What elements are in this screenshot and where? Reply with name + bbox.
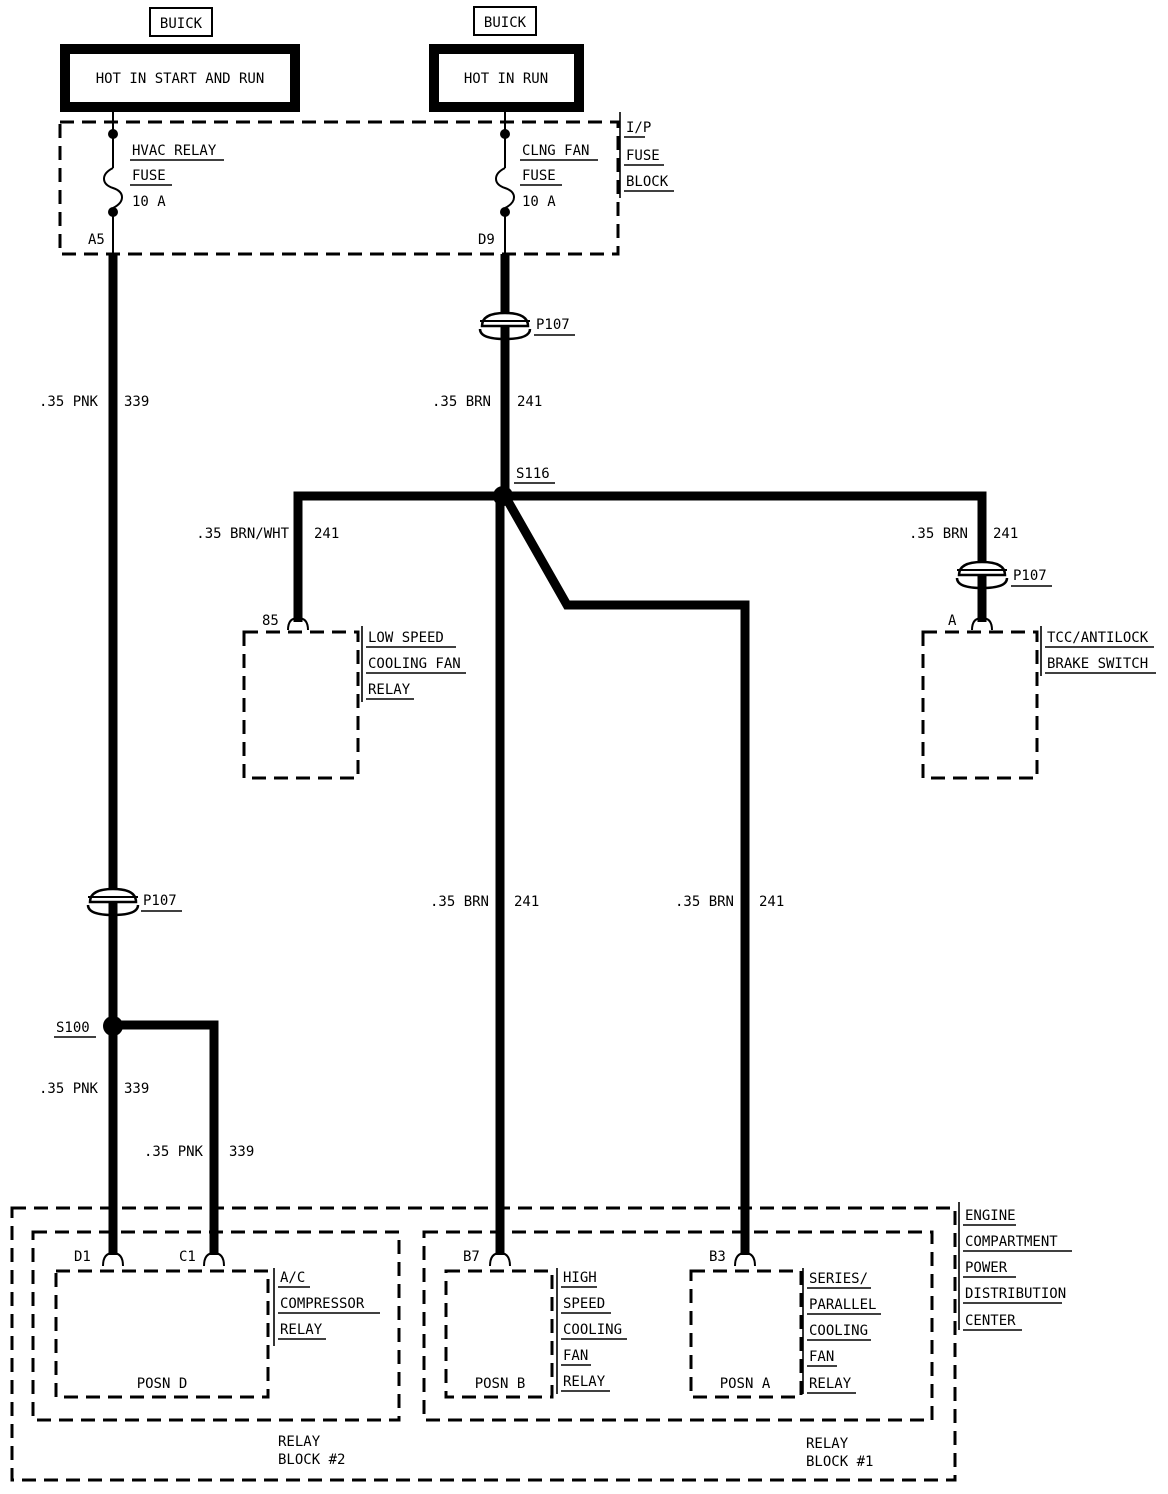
ac-compressor-relay: D1 C1 POSN D A/C COMPRESSOR RELAY [54,1249,380,1399]
power-label-1: HOT IN START AND RUN [96,71,265,87]
high-relay-name-5: RELAY [563,1374,606,1390]
splice-s116: S116 [493,466,555,506]
ac-relay-name-1: A/C [280,1270,305,1286]
power-tag-2: BUICK [484,15,527,31]
wire-brn-wht-241 [293,491,505,622]
connector-p107-tcc-label: P107 [1013,568,1047,584]
series-relay-name-5: RELAY [809,1376,852,1392]
splice-s116-label: S116 [516,466,550,482]
pdc-name-1: ENGINE [965,1208,1016,1224]
relay-block-2-label-1: RELAY [278,1434,321,1450]
terminal-a: A [948,613,957,629]
low-speed-relay-name-3: RELAY [368,682,411,698]
high-relay-name-3: COOLING [563,1322,622,1338]
high-relay-position: POSN B [475,1376,526,1392]
hvac-fuse-rating: 10 A [132,194,166,210]
high-speed-cooling-fan-relay: B7 POSN B HIGH SPEED COOLING FAN RELAY [444,1249,627,1399]
pdc-name-4: DISTRIBUTION [965,1286,1066,1302]
pdc-name-5: CENTER [965,1313,1016,1329]
wire-label-high-circuit: 241 [514,894,539,910]
pdc-name-3: POWER [965,1260,1008,1276]
high-relay-name-2: SPEED [563,1296,605,1312]
terminal-85: 85 [262,613,279,629]
tcc-switch-name-2: BRAKE SWITCH [1047,656,1148,672]
wire-label-brn-wht-gauge: .35 BRN/WHT [196,526,289,542]
low-speed-relay-name-1: LOW SPEED [368,630,444,646]
wire-label-pnk-lower2-circuit: 339 [229,1144,254,1160]
relay-block-1: RELAY BLOCK #1 B7 POSN B HIGH SPEED COOL… [422,1230,934,1470]
wire-label-pnk-lower1-gauge: .35 PNK [39,1081,99,1097]
wire-label-high-gauge: .35 BRN [430,894,489,910]
splice-s100: S100 [54,1016,123,1038]
hvac-fuse-name-2: FUSE [132,168,166,184]
connector-p107-fan: P107 [478,311,575,341]
terminal-d1: D1 [74,1249,91,1265]
hvac-fuse-name-1: HVAC RELAY [132,143,217,159]
connector-p107-tcc: P107 [955,560,1052,590]
relay-block-2: RELAY BLOCK #2 D1 C1 POSN D A/C COMPRESS… [31,1230,401,1468]
series-relay-name-4: FAN [809,1349,834,1365]
splice-s100-label: S100 [56,1020,90,1036]
wire-brn-241-tcc [505,491,987,622]
ac-relay-name-2: COMPRESSOR [280,1296,365,1312]
wire-label-brn-wht-circuit: 241 [314,526,339,542]
wire-label-tcc-circuit: 241 [993,526,1018,542]
terminal-a5: A5 [88,232,105,248]
series-relay-name-3: COOLING [809,1323,868,1339]
connector-p107-fan-label: P107 [536,317,570,333]
low-speed-cooling-fan-relay: 85 LOW SPEED COOLING FAN RELAY [242,613,466,780]
series-relay-name-2: PARALLEL [809,1297,876,1313]
fan-fuse-name-2: FUSE [522,168,556,184]
engine-compartment-power-distribution-center: ENGINE COMPARTMENT POWER DISTRIBUTION CE… [10,1202,1072,1482]
wire-label-tcc-gauge: .35 BRN [909,526,968,542]
fuse-block-label-2: FUSE [626,148,660,164]
pdc-name-2: COMPARTMENT [965,1234,1058,1250]
relay-block-1-label-2: BLOCK #1 [806,1454,873,1470]
fuse-block-label-1: I/P [626,120,651,136]
series-parallel-cooling-fan-relay: B3 POSN A SERIES/ PARALLEL COOLING FAN R… [689,1249,881,1399]
series-relay-name-1: SERIES/ [809,1271,868,1287]
tcc-switch-name-1: TCC/ANTILOCK [1047,630,1149,646]
ac-relay-position: POSN D [137,1376,188,1392]
wire-label-series-circuit: 241 [759,894,784,910]
power-tag-1: BUICK [160,16,203,32]
terminal-b3: B3 [709,1249,726,1265]
wire-label-pnk-lower1-circuit: 339 [124,1081,149,1097]
wire-label-pnk-lower2-gauge: .35 PNK [144,1144,204,1160]
high-relay-name-4: FAN [563,1348,588,1364]
wire-label-fan-upper-circuit: 241 [517,394,542,410]
wire-label-hvac-upper-gauge: .35 PNK [39,394,99,410]
low-speed-relay-name-2: COOLING FAN [368,656,461,672]
connector-p107-hvac-label: P107 [143,893,177,909]
wire-label-series-gauge: .35 BRN [675,894,734,910]
wire-label-fan-upper-gauge: .35 BRN [432,394,491,410]
fuse-block-label-3: BLOCK [626,174,669,190]
series-relay-position: POSN A [720,1376,771,1392]
power-source-start-run: BUICK HOT IN START AND RUN [60,7,300,112]
ip-fuse-block: I/P FUSE BLOCK HVAC RELAY FUSE 10 A A5 [58,107,674,256]
wire-brn-241-series [501,493,750,1255]
relay-block-2-label-2: BLOCK #2 [278,1452,345,1468]
wire-pnk-339-c1 [113,1020,219,1255]
fan-fuse-rating: 10 A [522,194,556,210]
high-relay-name-1: HIGH [563,1270,597,1286]
fan-fuse-name-1: CLNG FAN [522,143,589,159]
power-source-run: BUICK HOT IN RUN [429,6,584,112]
wire-label-hvac-upper-circuit: 339 [124,394,149,410]
terminal-d9: D9 [478,232,495,248]
power-label-2: HOT IN RUN [464,71,548,87]
relay-block-1-label-1: RELAY [806,1436,849,1452]
hvac-relay-fuse: HVAC RELAY FUSE 10 A A5 [88,107,224,254]
connector-p107-hvac: P107 [86,887,182,917]
terminal-c1: C1 [179,1249,196,1265]
ac-relay-name-3: RELAY [280,1322,323,1338]
tcc-antilock-brake-switch: A TCC/ANTILOCK BRAKE SWITCH [921,613,1156,780]
terminal-b7: B7 [463,1249,480,1265]
clng-fan-fuse: CLNG FAN FUSE 10 A D9 [478,107,598,254]
